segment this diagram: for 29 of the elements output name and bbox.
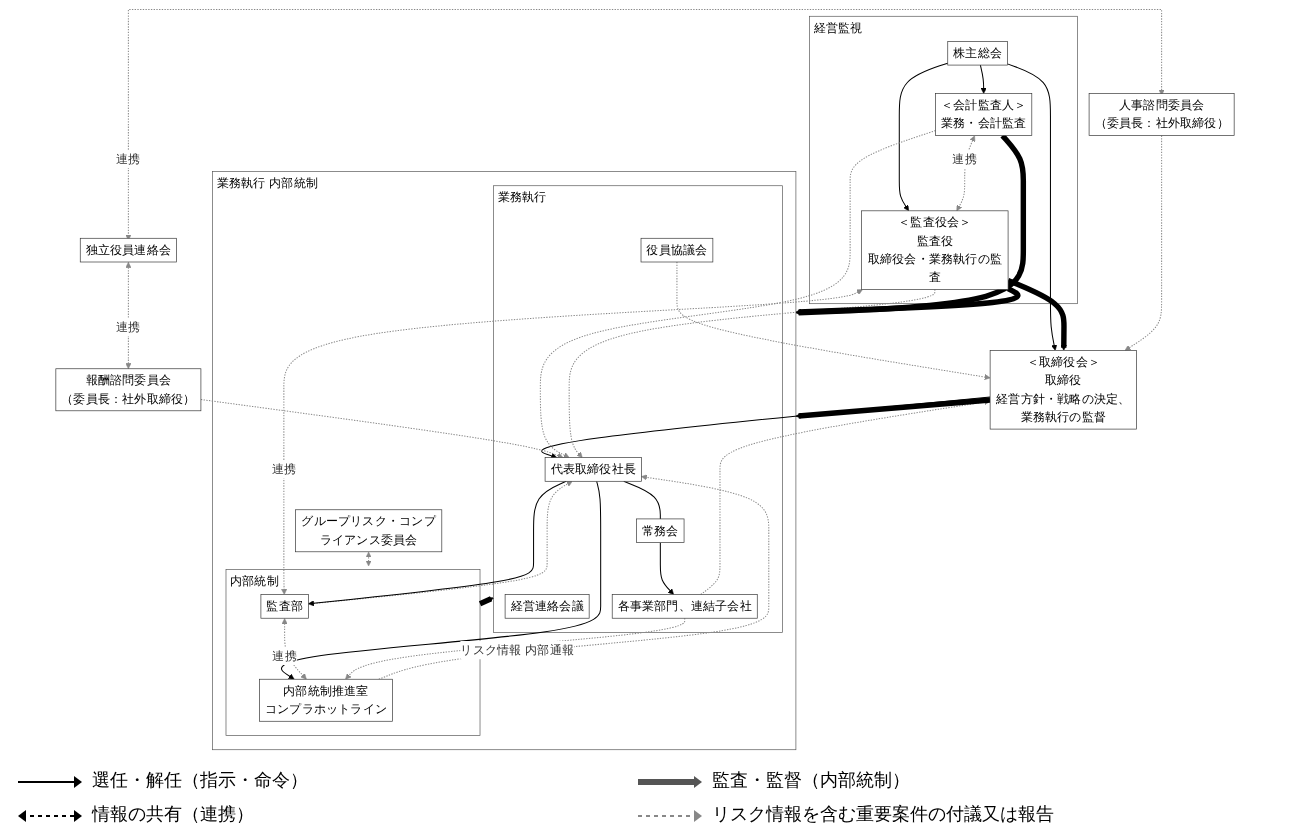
arrow (795, 397, 991, 419)
arrow (956, 135, 976, 212)
arrow (365, 551, 372, 567)
arrow (281, 289, 863, 595)
arrow (345, 617, 686, 680)
arrow (539, 130, 937, 458)
arrow (676, 261, 991, 380)
arrow (795, 286, 1020, 315)
legend-text: 情報の共有（連携） (92, 803, 254, 828)
arrow (700, 399, 991, 595)
arrow (1124, 135, 1163, 351)
arrow (979, 64, 987, 94)
legend-text: リスク情報を含む重要案件の付議又は報告 (712, 802, 1054, 828)
connector (623, 480, 661, 520)
arrow (478, 596, 494, 607)
arrow (125, 262, 132, 370)
arrow (281, 480, 602, 680)
arrow (1006, 63, 1058, 351)
arrow (568, 288, 936, 458)
arrow (659, 542, 674, 595)
legend-text: 選任・解任（指示・命令） (92, 769, 308, 794)
arrow (898, 62, 949, 212)
arrow (200, 399, 564, 459)
arrow (281, 618, 307, 680)
legend-text: 監査・監督（内部統制） (712, 769, 910, 794)
arrow (125, 9, 1165, 241)
arrow (541, 396, 991, 459)
arrow (795, 133, 1027, 316)
arrow (1007, 278, 1067, 351)
